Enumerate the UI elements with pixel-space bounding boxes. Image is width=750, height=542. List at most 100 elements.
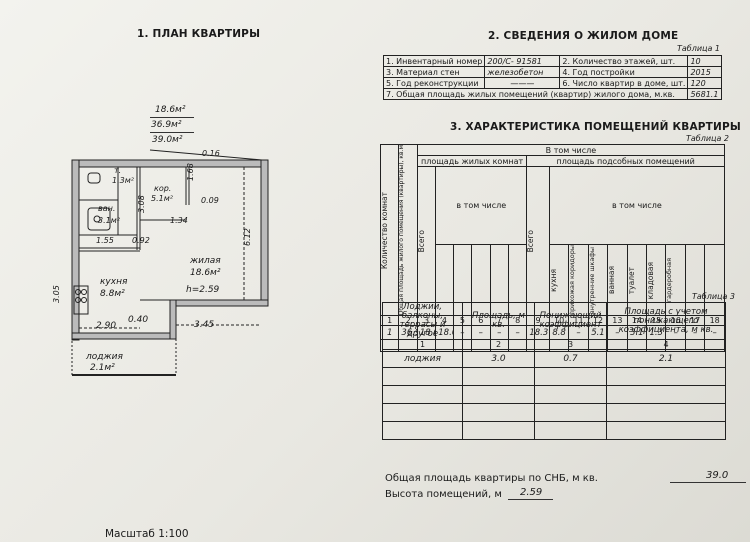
house-cell: 6. Число квартир в доме, шт. <box>559 77 689 89</box>
scale-label: Масштаб 1:100 <box>105 528 189 540</box>
aux-col-text: кухня <box>549 268 558 292</box>
empty-row <box>382 385 726 404</box>
t3-colnum: 4 <box>606 339 726 350</box>
corridor-area: 5.1м² <box>151 194 173 203</box>
aux-col-text: кладовая <box>646 261 656 299</box>
aux-col-text: ванная <box>607 266 617 295</box>
t3-cell: 2.1 <box>606 349 726 368</box>
house-cell: 5. Год реконструкции <box>382 77 486 89</box>
t3-colnum: 1 <box>382 339 463 350</box>
height-value: 2.59 <box>520 487 543 498</box>
t3-colnum: 2 <box>462 339 535 350</box>
col-total-header: Общая площадь жилого помещения (квартиры… <box>398 143 418 317</box>
loggia-name: лоджия <box>86 352 123 362</box>
aux-col-text: гардеробная <box>665 258 674 303</box>
dim-612: 6.12 <box>243 228 252 246</box>
aux-total-header: Всего <box>526 165 550 317</box>
table3-label: Таблица 3 <box>692 292 736 301</box>
house-cell: 4. Год постройки <box>559 66 689 78</box>
living-total-text: Всего <box>417 229 426 253</box>
outer-wall-left <box>71 159 80 341</box>
height-line <box>508 499 553 500</box>
fraction-line <box>150 132 194 133</box>
outer-wall-bottom-right <box>169 299 269 307</box>
corridor-name: кор. <box>154 184 172 193</box>
house-cell: 120 <box>687 77 722 89</box>
kitchen-name: кухня <box>100 277 128 287</box>
dim-040: 0.40 <box>128 315 149 325</box>
plan-heading: 1. ПЛАН КВАРТИРЫ <box>137 28 261 40</box>
dim-308: 3.08 <box>137 195 146 213</box>
total-area-label: Общая площадь квартиры по СНБ, м кв. <box>385 473 598 484</box>
house-cell: 200/С- 91581 <box>484 55 561 67</box>
wall-step <box>169 299 177 340</box>
house-info-heading: 2. СВЕДЕНИЯ О ЖИЛОМ ДОМЕ <box>488 30 679 42</box>
dim-016: 0.16 <box>202 149 220 158</box>
rooms-heading: 3. ХАРАКТЕРИСТИКА ПОМЕЩЕНИЙ КВАРТИРЫ <box>450 121 741 133</box>
t3-cell: лоджия <box>382 349 463 368</box>
total-area-line <box>670 482 746 483</box>
t3-cell: 3.0 <box>462 349 535 368</box>
t3-header: Площадь, м кв. <box>462 302 535 340</box>
table1-label: Таблица 1 <box>677 44 721 53</box>
bath-name: ван. <box>98 204 116 213</box>
outer-wall-bottom-left <box>71 332 177 340</box>
living-incl-header: в том числе <box>435 165 528 246</box>
living-total-header: Всего <box>416 165 437 317</box>
house-cell: 7. Общая площадь жилых помещений (кварти… <box>382 88 689 100</box>
dim-290: 2.90 <box>96 321 117 331</box>
col-total-text: Общая площадь жилого помещения (квартиры… <box>398 145 406 316</box>
kitchen-area: 8.8м² <box>100 289 125 299</box>
dim-168: 1.68 <box>186 163 195 181</box>
col-rooms-header: Количество комнат <box>379 143 400 317</box>
incl-header: В том числе <box>416 144 726 156</box>
house-cell: 10 <box>687 55 722 67</box>
dim-305: 3.05 <box>52 285 61 303</box>
t3-colnum: 3 <box>534 339 607 350</box>
col-rooms-text: Количество комнат <box>380 191 389 269</box>
house-cell: 1. Инвентарный номер <box>382 55 486 67</box>
empty-row <box>382 421 726 440</box>
dim-009: 0.09 <box>201 196 219 205</box>
loggia-area: 2.1м² <box>90 363 115 373</box>
plan-area-total: 36.9м² <box>151 120 182 130</box>
bath-area: 3.1м² <box>98 216 120 225</box>
house-cell: железобетон <box>484 66 561 78</box>
dim-155: 1.55 <box>96 236 114 245</box>
aux-incl-header: в том числе <box>548 165 726 246</box>
aux-col-text: туалет <box>627 266 636 294</box>
house-cell: 5681.1 <box>687 88 722 100</box>
house-cell: ——— <box>484 77 561 89</box>
plan-area-snb: 39.0м² <box>152 135 183 145</box>
house-cell: 2. Количество этажей, шт. <box>559 55 689 67</box>
house-cell: 2015 <box>687 66 722 78</box>
dim-345: 3.45 <box>194 320 215 330</box>
t3-cell: 0.7 <box>534 349 607 368</box>
height-label: Высота помещений, м <box>385 489 502 500</box>
house-cell: 3. Материал стен <box>382 66 486 78</box>
living-room-height: h=2.59 <box>186 285 220 295</box>
outer-wall-top <box>71 159 269 168</box>
t3-header: Понижающий коэффициент <box>534 302 607 340</box>
house-info-table: 1. Инвентарный номер 200/С- 91581 2. Кол… <box>382 55 722 100</box>
plan-area-living: 18.6м² <box>155 105 186 115</box>
living-room-area: 18.6м² <box>190 268 221 278</box>
loggia-table: Лоджии, балконы, террасы и другое Площад… <box>382 302 726 440</box>
living-room-name: жилая <box>190 256 221 266</box>
aux-total-text: Всего <box>526 229 536 253</box>
aux-header: площадь подсобных помещений <box>526 155 725 167</box>
total-area-value: 39.0 <box>706 470 729 481</box>
dim-092: 0.92 <box>132 236 150 245</box>
t3-header: Площадь с учетом понижающего коэффициент… <box>606 302 726 340</box>
empty-row <box>382 367 726 386</box>
wc-area: 1.3м² <box>112 176 134 185</box>
outer-wall-right <box>260 159 269 301</box>
table2-label: Таблица 2 <box>686 134 730 143</box>
empty-row <box>382 403 726 422</box>
fraction-line <box>150 117 194 118</box>
living-header: площадь жилых комнат <box>416 155 528 167</box>
wc-name: т. <box>114 166 122 175</box>
dim-134: 1.34 <box>170 216 188 225</box>
t3-header: Лоджии, балконы, террасы и другое <box>382 302 463 340</box>
